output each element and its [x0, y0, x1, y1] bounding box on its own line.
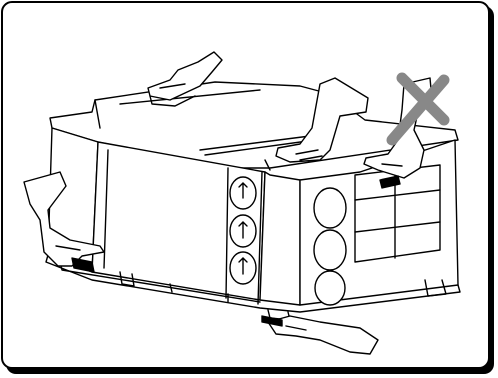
fan-guards-center: [229, 176, 257, 285]
hand-icon: [275, 77, 369, 163]
prohibited-x-icon: [386, 72, 450, 146]
hand-icon: [23, 171, 105, 267]
handle-icon: [71, 175, 401, 327]
hand-icon: [147, 51, 223, 107]
fan-guards-right: [313, 187, 347, 306]
hand-icon: [267, 315, 379, 355]
